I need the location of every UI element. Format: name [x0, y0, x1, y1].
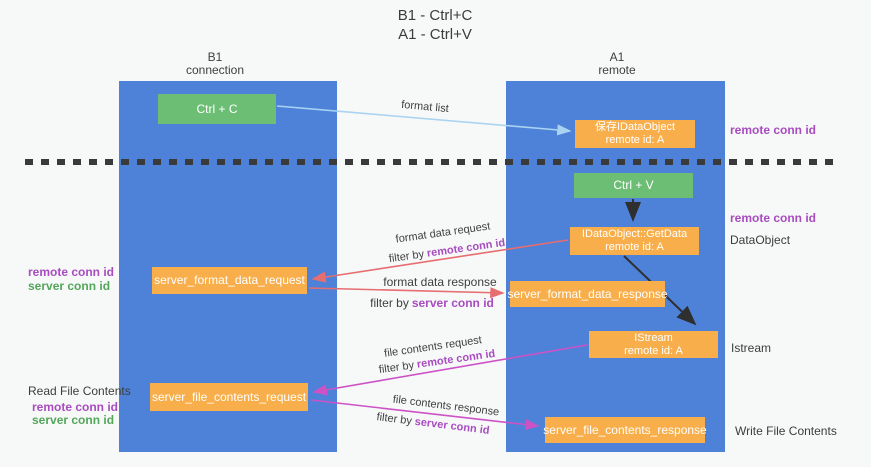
- node-save-idataobject-line1: 保存IDataObject: [594, 121, 676, 133]
- edge-label-format-list: format list: [400, 98, 450, 116]
- filter-by-text: filter by: [378, 359, 415, 377]
- lane-a1-name: A1: [609, 50, 625, 64]
- node-istream-line2: remote id: A: [624, 344, 683, 357]
- filter-by-text: filter by: [388, 248, 425, 266]
- node-save-idataobject: 保存IDataObject remote id: A: [575, 120, 695, 148]
- node-getdata-line2: remote id: A: [605, 241, 664, 253]
- label-read-file-contents: Read File Contents: [28, 384, 131, 398]
- label-server-conn-id-left2: server conn id: [32, 413, 115, 427]
- label-remote-conn-id-mid: remote conn id: [730, 211, 817, 225]
- lane-b1-name: B1: [207, 50, 223, 64]
- title-line-1: B1 - Ctrl+C: [397, 7, 473, 24]
- label-remote-conn-id-left2: remote conn id: [32, 400, 119, 414]
- node-server-format-data-request: server_format_data_request: [152, 267, 307, 294]
- node-server-format-data-response: server_format_data_response: [507, 281, 668, 307]
- label-server-conn-id-left1: server conn id: [28, 279, 111, 293]
- node-server-file-contents-response: server_file_contents_response: [543, 417, 707, 443]
- node-ctrl-c: Ctrl + C: [158, 94, 276, 124]
- label-remote-conn-id-left1: remote conn id: [28, 265, 115, 279]
- diagram-title: B1 - Ctrl+C A1 - Ctrl+V: [300, 6, 570, 44]
- edge-label-format-data-response: format data response: [383, 275, 497, 289]
- label-write-file-contents: Write File Contents: [735, 424, 837, 438]
- label-istream: Istream: [731, 341, 772, 355]
- server-conn-id-text: server conn id: [411, 296, 494, 310]
- label-dataobject: DataObject: [730, 233, 791, 247]
- node-istream: IStream remote id: A: [589, 331, 718, 358]
- node-server-file-contents-request: server_file_contents_request: [150, 383, 308, 411]
- lane-a1-role: remote: [598, 63, 636, 77]
- lane-header-a1: A1 remote: [557, 51, 677, 77]
- node-getdata-line1: IDataObject::GetData: [581, 228, 688, 240]
- server-conn-id-text: server conn id: [414, 415, 491, 437]
- phase-separator-dashed-line: [25, 159, 837, 165]
- node-istream-line1: IStream: [634, 331, 673, 344]
- filter-by-text: filter by: [370, 296, 409, 310]
- node-ctrl-v: Ctrl + V: [574, 173, 693, 198]
- remote-conn-id-text: remote conn id: [426, 236, 506, 260]
- filter-by-text: filter by: [375, 411, 413, 428]
- title-line-2: A1 - Ctrl+V: [398, 26, 472, 43]
- lane-header-b1: B1 connection: [155, 51, 275, 77]
- lane-b1-role: connection: [185, 63, 245, 77]
- label-remote-conn-id-top: remote conn id: [730, 123, 817, 137]
- node-idataobject-getdata: IDataObject::GetData remote id: A: [570, 227, 699, 255]
- node-save-idataobject-line2: remote id: A: [605, 134, 665, 146]
